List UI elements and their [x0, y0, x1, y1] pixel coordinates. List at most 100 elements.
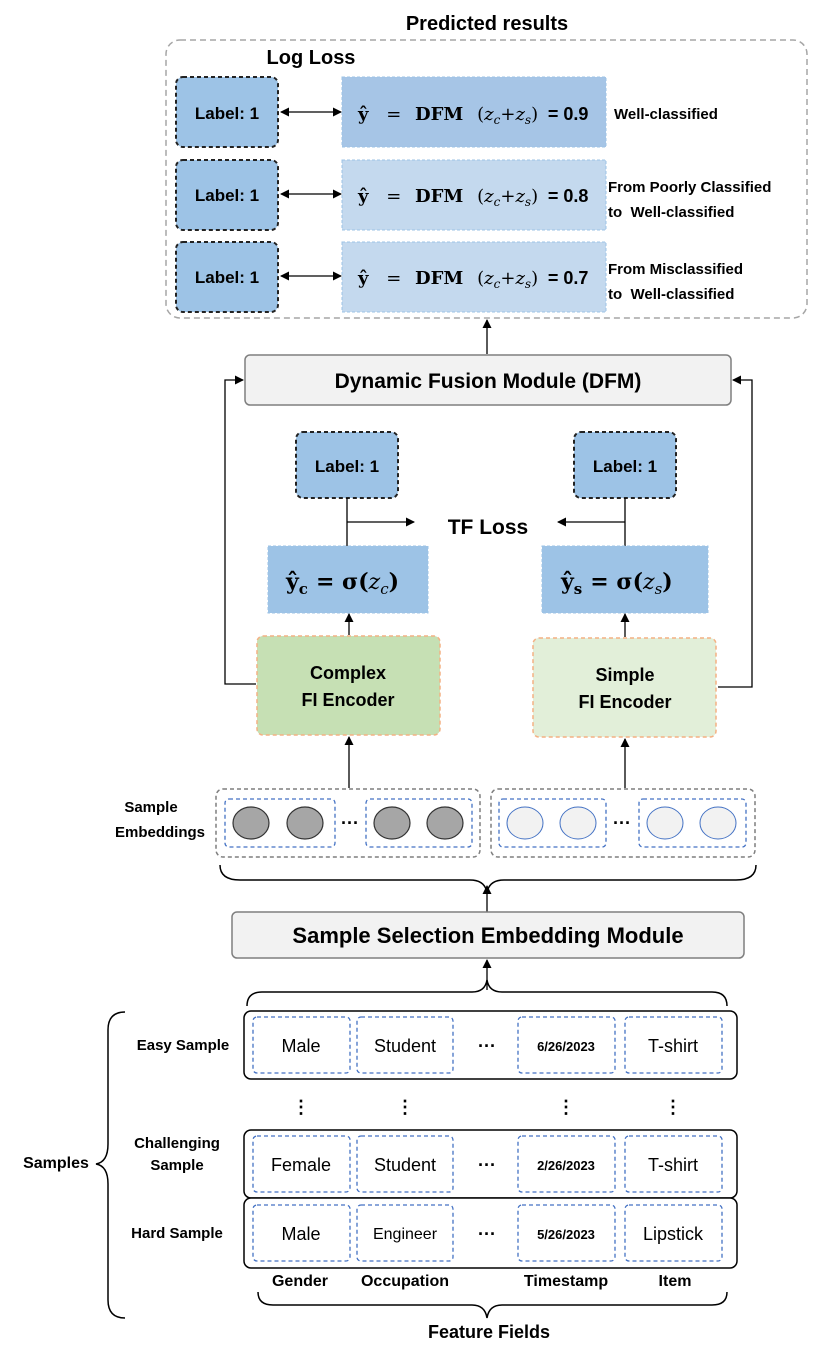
sample-embeddings-label-line2: Embeddings	[115, 824, 205, 841]
embedding-ellipsis: ···	[613, 813, 631, 833]
feature-fields-brace	[257, 1291, 728, 1319]
sample-row-label: Sample	[150, 1157, 203, 1174]
complex-fi-encoder	[256, 635, 441, 736]
tf-loss-label: TF Loss	[448, 516, 529, 539]
embedding-group	[638, 798, 747, 848]
label-box	[175, 241, 279, 313]
sample-embeddings-label-line1: Sample	[124, 799, 177, 816]
item-value: T-shirt	[648, 1036, 698, 1056]
complex-prediction-formula: ŷc= σ(zc)	[285, 569, 399, 598]
ssem-label: Sample Selection Embedding Module	[292, 923, 683, 948]
feature-ellipsis: ···	[478, 1155, 496, 1175]
feature-cell	[624, 1135, 723, 1193]
feature-cell	[517, 1016, 616, 1074]
feature-cell	[624, 1204, 723, 1262]
simple-prediction-formula: ŷs= σ(zs)	[560, 569, 673, 598]
embedding-group	[498, 798, 607, 848]
prediction-formula: ŷ = DFM (zc+zs) = 0.8	[357, 186, 588, 209]
feature-ellipsis: ···	[478, 1036, 496, 1056]
complex-encoder-line2: FI Encoder	[301, 690, 394, 710]
embedding-node	[559, 806, 597, 840]
feature-cell	[252, 1204, 351, 1262]
simple-prediction-box	[541, 545, 709, 614]
prediction-row: Label: 1 ŷ = DFM (zc+zs) = 0.8 From Poor…	[175, 159, 771, 231]
samples-top-brace	[246, 979, 728, 1007]
feature-cell	[252, 1016, 351, 1074]
feature-cell	[624, 1016, 723, 1074]
simple-embeddings-frame	[490, 788, 756, 858]
embedding-node	[646, 806, 684, 840]
vertical-ellipsis: ⋮	[664, 1097, 682, 1117]
prediction-note: to Well-classified	[608, 204, 734, 221]
occupation-value: Student	[374, 1155, 436, 1175]
simple-encoder-line1: Simple	[595, 665, 654, 685]
label-text: Label: 1	[195, 186, 259, 205]
sample-row-label: Easy Sample	[137, 1037, 230, 1054]
complex-encoder-line1: Complex	[310, 663, 386, 683]
prediction-note: to Well-classified	[608, 286, 734, 303]
embedding-group	[365, 798, 473, 848]
field-label-timestamp: Timestamp	[524, 1273, 608, 1290]
complex-embeddings-frame	[215, 788, 481, 858]
complex-prediction-box	[267, 545, 429, 614]
vertical-ellipsis: ⋮	[396, 1097, 414, 1117]
complex-to-dfm-connector	[224, 375, 256, 685]
timestamp-value: 2/26/2023	[537, 1158, 595, 1173]
feature-cell	[356, 1204, 454, 1262]
predicted-results-title: Predicted results	[406, 13, 568, 35]
embedding-ellipsis: ···	[341, 813, 359, 833]
simple-fi-encoder	[532, 637, 717, 738]
prediction-formula: ŷ = DFM (zc+zs) = 0.9	[357, 104, 588, 127]
embedding-node	[232, 806, 270, 840]
prediction-note: From Poorly Classified	[608, 179, 771, 196]
occupation-value: Student	[374, 1036, 436, 1056]
prediction-box	[341, 159, 607, 231]
sample-row-label: Hard Sample	[131, 1225, 223, 1242]
gender-value: Male	[281, 1224, 320, 1244]
gender-value: Female	[271, 1155, 331, 1175]
feature-fields-label: Feature Fields	[428, 1322, 550, 1342]
embedding-node	[699, 806, 737, 840]
gender-value: Male	[281, 1036, 320, 1056]
label-box	[175, 76, 279, 148]
field-label-occupation: Occupation	[361, 1273, 449, 1290]
ssem-box	[231, 911, 745, 959]
label-text: Label: 1	[195, 268, 259, 287]
prediction-row: Label: 1 ŷ = DFM (zc+zs) = 0.9 Well-clas…	[175, 76, 718, 148]
feature-cell	[356, 1135, 454, 1193]
embedding-node	[506, 806, 544, 840]
prediction-formula: ŷ = DFM (zc+zs) = 0.7	[357, 268, 588, 291]
field-label-gender: Gender	[272, 1273, 328, 1290]
samples-group-label: Samples	[23, 1155, 89, 1172]
predicted-results-frame	[165, 39, 808, 319]
sample-row	[243, 1010, 738, 1080]
item-value: Lipstick	[643, 1224, 704, 1244]
samples-left-brace	[95, 1011, 126, 1319]
vertical-ellipsis: ⋮	[557, 1097, 575, 1117]
prediction-note: Well-classified	[614, 106, 718, 123]
embedding-group	[224, 798, 336, 848]
timestamp-value: 6/26/2023	[537, 1039, 595, 1054]
dfm-module-box	[244, 354, 732, 406]
embedding-node	[373, 806, 411, 840]
prediction-note: From Misclassified	[608, 261, 743, 278]
prediction-box	[341, 241, 607, 313]
complex-label-text: Label: 1	[315, 457, 379, 476]
log-loss-label: Log Loss	[267, 47, 356, 69]
timestamp-value: 5/26/2023	[537, 1227, 595, 1242]
embedding-node	[426, 806, 464, 840]
prediction-row: Label: 1 ŷ = DFM (zc+zs) = 0.7 From Misc…	[175, 241, 743, 313]
field-label-item: Item	[659, 1273, 692, 1290]
occupation-value: Engineer	[373, 1226, 438, 1243]
simple-encoder-line2: FI Encoder	[578, 692, 671, 712]
prediction-box	[341, 76, 607, 148]
feature-cell	[252, 1135, 351, 1193]
feature-cell	[517, 1135, 616, 1193]
label-text: Label: 1	[195, 104, 259, 123]
label-box	[175, 159, 279, 231]
embedding-node	[286, 806, 324, 840]
sample-row	[243, 1197, 738, 1269]
vertical-ellipsis: ⋮	[292, 1097, 310, 1117]
simple-label-text: Label: 1	[593, 457, 657, 476]
